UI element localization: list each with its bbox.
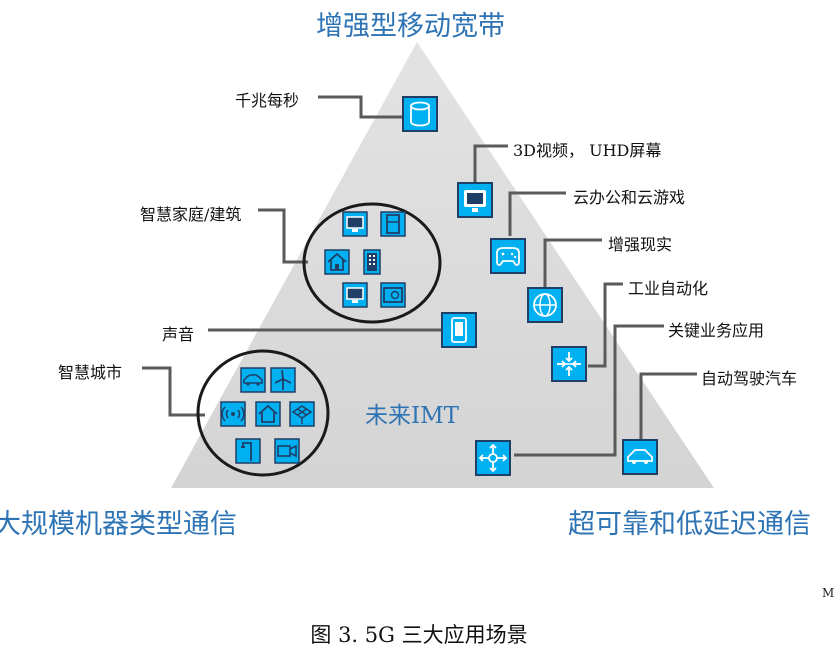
home-icon: [324, 249, 350, 275]
arrows-in-icon: [551, 346, 587, 382]
left-title: 大规模机器类型通信: [0, 509, 237, 540]
connector-self-driving: [639, 372, 697, 440]
gamepad-icon: [490, 238, 526, 274]
car-icon: [622, 439, 658, 475]
label-smart-city: 智慧城市: [58, 363, 123, 382]
tablet-icon: [441, 312, 477, 348]
connector-3d-video: [473, 144, 508, 182]
solar-icon: [289, 401, 315, 427]
connector-ar: [543, 238, 602, 288]
figure-caption: 图 3. 5G 三大应用场景: [310, 623, 528, 647]
connector-lines: [142, 95, 697, 457]
label-self-driving: 自动驾驶汽车: [701, 369, 798, 388]
connector-cloud: [508, 191, 566, 236]
globe-icon: [527, 287, 563, 323]
fridge-icon: [380, 211, 406, 237]
wireless-icon: [220, 401, 246, 427]
washer-icon: [380, 282, 406, 308]
connector-industry: [588, 282, 623, 368]
streetlight-icon: [235, 438, 261, 464]
connector-gbps: [318, 95, 402, 119]
label-gbps: 千兆每秒: [235, 91, 300, 110]
label-cloud: 云办公和云游戏: [573, 188, 686, 207]
label-critical: 关键业务应用: [668, 321, 765, 340]
smart-home-icons: [324, 211, 406, 308]
camera-icon: [274, 438, 300, 464]
corner-marker: M: [822, 586, 835, 600]
smart-city-circle: [196, 349, 330, 477]
database-icon: [402, 96, 438, 132]
top-title: 增强型移动宽带: [316, 11, 505, 42]
label-3d-video: 3D视频， UHD屏幕: [513, 141, 662, 160]
move-arrows-icon: [475, 440, 511, 476]
building-icon: [363, 249, 381, 275]
label-industry: 工业自动化: [628, 279, 709, 298]
connector-critical: [514, 324, 664, 457]
monitor-icon: [342, 282, 368, 308]
right-title: 超可靠和低延迟通信: [568, 509, 811, 540]
connector-smart-home: [258, 208, 308, 264]
label-smart-home: 智慧家庭/建筑: [140, 205, 242, 224]
label-ar: 增强现实: [608, 235, 673, 254]
monitor-icon: [457, 182, 493, 218]
wind-turbine-icon: [270, 367, 296, 393]
monitor-icon: [342, 211, 368, 237]
smart-city-icons: [220, 367, 315, 464]
label-voice: 声音: [162, 325, 195, 344]
center-label: 未来IMT: [365, 403, 459, 429]
car-icon: [240, 367, 266, 393]
connector-smart-city: [142, 366, 205, 417]
smart-home-circle: [302, 202, 442, 324]
home-icon: [255, 401, 281, 427]
